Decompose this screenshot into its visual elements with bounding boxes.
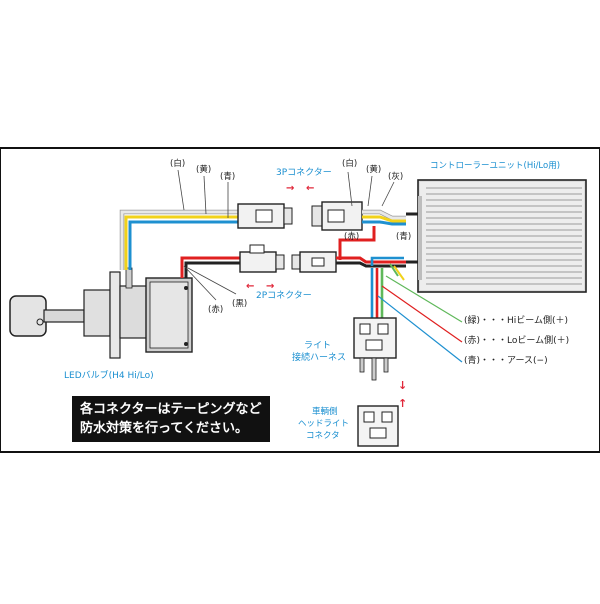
arrow-right-2p: →	[266, 281, 275, 292]
vehicle-headlight-connector	[357, 405, 399, 447]
label-red-low: (赤)	[208, 305, 224, 315]
label-controller: コントローラーユニット(Hi/Lo用)	[430, 161, 561, 171]
legend-green: (緑)・・・Hiビーム側(＋)	[464, 316, 569, 326]
label-blue-mid: (青)	[396, 232, 412, 242]
label-yellow-2: (黄)	[366, 165, 382, 175]
arrow-up: ↑	[398, 397, 408, 410]
label-gray: (灰)	[388, 172, 404, 182]
waterproof-note: 各コネクターはテーピングなど 防水対策を行ってください。	[72, 396, 270, 442]
arrow-left-2p: ←	[246, 281, 255, 292]
wires-2p-bulb	[180, 256, 240, 278]
leader-lines	[177, 169, 395, 301]
connector-3p-right	[311, 201, 363, 231]
label-3p-connector: 3Pコネクター	[276, 168, 332, 178]
arrow-left-3p: ←	[306, 183, 315, 194]
label-yellow-1: (黄)	[196, 165, 212, 175]
note-line-1: 各コネクターはテーピングなど	[80, 402, 262, 417]
label-white-2: (白)	[342, 159, 358, 169]
arrow-right-3p: →	[286, 183, 295, 194]
arrow-down: ↓	[398, 379, 408, 392]
legend-blue: (青)・・・アース(−)	[464, 356, 548, 366]
note-line-2: 防水対策を行ってください。	[80, 421, 248, 436]
connector-2p-left	[239, 244, 285, 273]
label-2p-connector: 2Pコネクター	[256, 291, 312, 301]
led-bulb	[9, 267, 193, 359]
label-vehicle-2: ヘッドライト	[298, 419, 350, 429]
label-white-1: (白)	[170, 159, 186, 169]
label-light-harness-2: 接続ハーネス	[292, 353, 347, 363]
label-led-bulb: LEDバルブ(H4 Hi/Lo)	[64, 371, 154, 381]
controller-unit	[417, 179, 587, 293]
label-blue-1: (青)	[220, 172, 236, 182]
label-red-mid: (赤)	[344, 232, 360, 242]
label-vehicle-3: コネクタ	[306, 431, 340, 441]
connector-3p-left	[237, 203, 293, 229]
wires-3p-controller	[338, 209, 420, 260]
wires-3p-bulb	[119, 209, 238, 270]
label-vehicle-1: 車輌側	[312, 407, 338, 417]
label-light-harness-1: ライト	[304, 341, 332, 351]
label-black-low: (黒)	[232, 299, 248, 309]
diagram-frame	[0, 147, 600, 453]
light-harness-connector	[353, 317, 397, 381]
legend-red: (赤)・・・Loビーム側(＋)	[464, 336, 570, 346]
connector-2p-right	[291, 251, 337, 273]
wires-harness	[370, 256, 463, 363]
